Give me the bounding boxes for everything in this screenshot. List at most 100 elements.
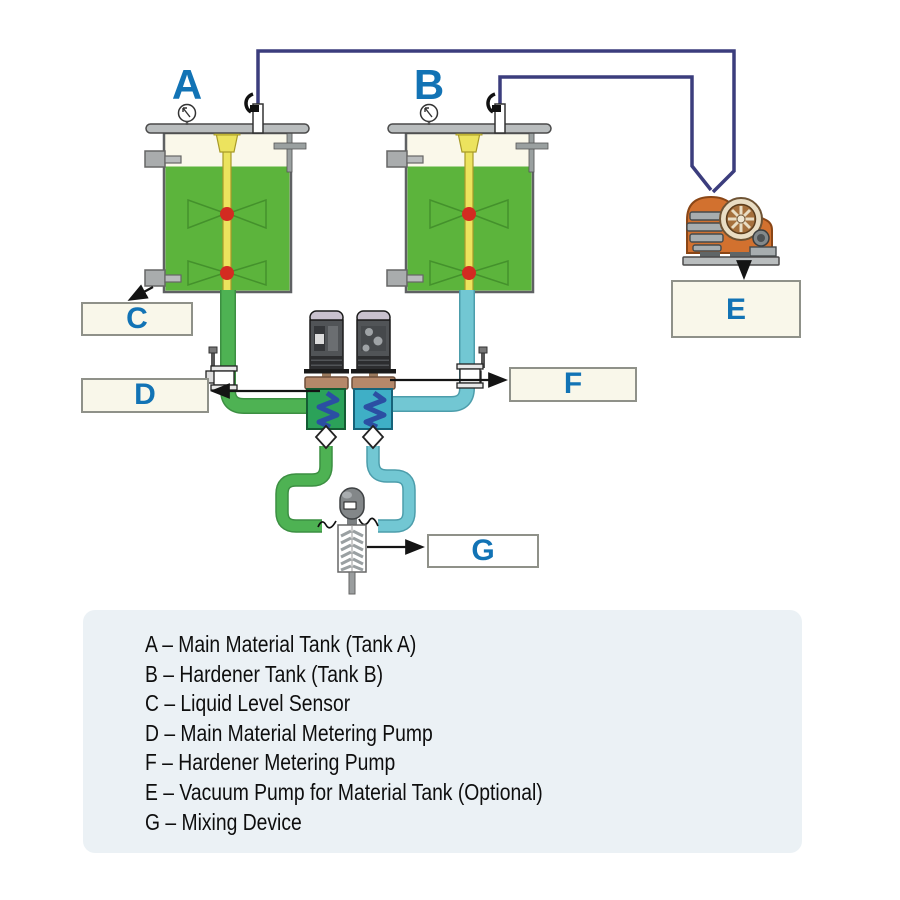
mixer-element [340,550,364,559]
hardener-pipe [386,290,474,411]
gauge-needle [424,107,433,118]
legend-item-d: D – Main Material Metering Pump [145,719,433,746]
pump-fin [689,233,724,243]
legend-list: A – Main Material Tank (Tank A) B – Hard… [83,610,802,837]
pipes-lower [275,446,416,533]
legend-item-b: B – Hardener Tank (Tank B) [145,660,384,687]
shaft-coupler [457,132,481,153]
callout-box-d [81,378,209,413]
tank-b-letter: B [414,61,444,108]
level-sensor-upper-stub [406,155,424,164]
hardener-pipe-outline [386,290,475,412]
motor-rib [358,361,389,365]
pump-screw [316,390,340,430]
valve-knob [208,346,218,354]
callout-boxes: C D F E G [81,280,801,568]
pump-fin [689,211,723,221]
callout-label-c: C [126,302,148,335]
mixer-nozzle [348,571,356,595]
motor-vent [328,326,338,351]
legend-item-g: G – Mixing Device [145,808,302,835]
main-material-pipe [221,290,312,413]
hardener-line-valve [456,346,488,389]
flex-hose-left [317,520,337,529]
pump-screw [363,390,387,430]
mixer-element [340,529,364,538]
level-sensor-upper-icon [144,150,166,168]
motor-detail [365,328,373,336]
valve-flange [210,365,238,372]
motor-flange [351,369,396,374]
vacuum-port-valve-icon [252,103,264,134]
check-valve-icon [314,424,338,450]
main-material-pipe-2 [276,446,332,532]
impeller-lower [429,259,509,287]
pump-fin [692,244,722,252]
mixer-head-slot [343,501,357,510]
level-probe-rod [528,132,535,173]
motor-rib [311,356,342,360]
level-sensor-lower-icon [386,269,408,287]
pump-foot [730,252,750,257]
vacuum-port-valve-icon [494,103,506,134]
callout-label-e: E [726,293,746,326]
valve-body [213,370,235,386]
level-sensor-lower-icon [144,269,166,287]
pump-base-plate [682,256,780,266]
pump-head [304,376,349,390]
motor-rib [311,366,342,370]
legend-item-c: C – Liquid Level Sensor [145,690,351,717]
impeller-hub-upper [220,207,234,221]
motor-rib [358,356,389,360]
valve-knob [478,346,488,354]
mixer-neck [347,517,357,526]
flex-hose-right [358,517,379,527]
shaft-coupler [215,132,239,153]
level-probe-bar [273,142,307,150]
pump-shaft [322,373,331,378]
impeller-upper [187,198,267,230]
mixing-system-diagram: C D F E G A B [81,49,801,595]
legend-item-a: A – Main Material Tank (Tank A) [145,631,417,657]
valve-lever [244,92,254,114]
tank-b-lid [387,123,552,134]
callout-label-d: D [134,378,156,411]
mixing-device [317,487,379,595]
legend-panel: A – Main Material Tank (Tank A) B – Hard… [83,610,802,853]
vacuum-line-tank-a [256,49,736,194]
hardener-pipe-2 [367,446,415,532]
mixer-element [340,536,364,545]
callout-label-f: F [564,367,582,400]
mixer-element [340,543,364,552]
valve-flange [456,382,484,389]
pump-foot [700,252,720,257]
main-metering-pump [304,310,349,450]
tank-a-letter: A [172,61,202,108]
vacuum-line-tank-b [498,75,713,192]
main-pipe-outline [220,290,312,414]
motor-rib [358,366,389,370]
impeller-lower [187,259,267,287]
tank-a [144,92,310,294]
callout-box-g [427,534,539,568]
level-probe-bar [515,142,549,150]
pump-bracket [749,246,777,257]
pump-head [351,376,396,390]
motor-detail [373,336,383,346]
vacuum-lines [256,49,736,194]
pump-shaft [369,373,378,378]
vacuum-pump [682,195,780,266]
level-sensor-upper-stub [164,155,182,164]
impeller-hub-upper [462,207,476,221]
mixer-element [340,557,364,566]
impeller-upper [429,198,509,230]
legend-item-e: E – Vacuum Pump for Material Tank (Optio… [145,778,543,805]
pump-fin [686,222,724,232]
level-sensor-lower-stub [406,274,424,283]
impeller-hub-lower [220,266,234,280]
hardener-metering-pump [351,310,396,450]
tank-a-lid [145,123,310,134]
callout-box-e [671,280,801,338]
pulley-hub [736,214,746,224]
